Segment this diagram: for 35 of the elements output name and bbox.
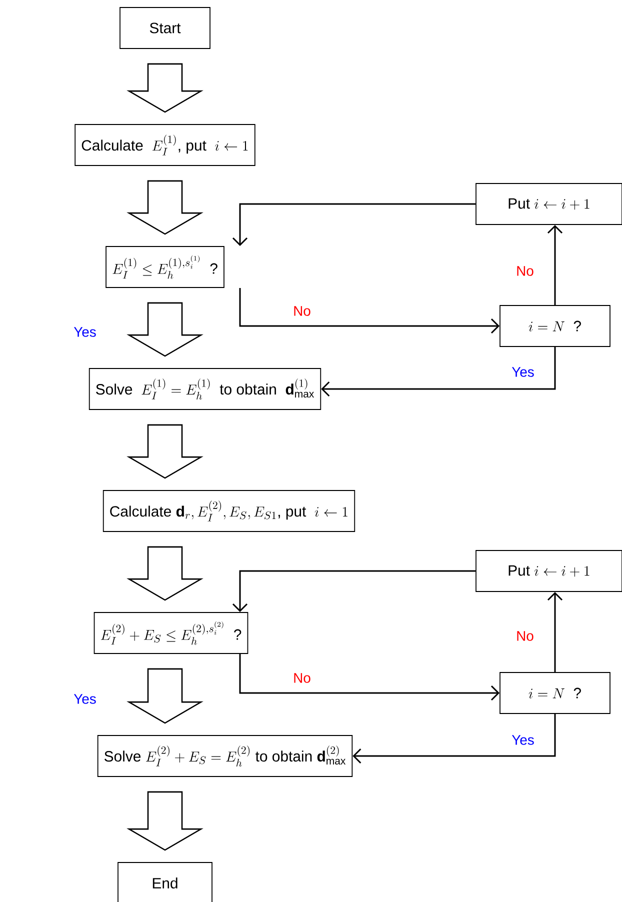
process-box: $\text{Put }i\leftarrow i+1$ bbox=[476, 183, 622, 225]
arrow bbox=[232, 570, 476, 612]
edge-label: No bbox=[294, 673, 310, 683]
block-arrow bbox=[126, 546, 204, 601]
block-arrow bbox=[126, 180, 204, 235]
arrow bbox=[547, 224, 563, 306]
edge-label: No bbox=[517, 266, 534, 276]
edge-label: No bbox=[517, 631, 534, 641]
edge-label: Yes bbox=[512, 367, 534, 377]
process-box: $\text{Put }i\leftarrow i+1$ bbox=[476, 550, 622, 592]
arrow bbox=[321, 346, 556, 397]
arrow bbox=[352, 714, 556, 764]
decision-box: $i=N\ \text{ ?}$ bbox=[500, 672, 610, 714]
decision-box: $i=N\ \text{ ?}$ bbox=[500, 305, 610, 347]
arrow bbox=[232, 203, 476, 246]
block-arrow bbox=[126, 302, 204, 357]
terminal-box: End bbox=[118, 862, 212, 902]
decision-box: $E_I^{(2)}+E_S\le E_h^{(2),s_i^{(2)}}\ \text{ ?}$ bbox=[94, 612, 248, 654]
decision-box: $E_I^{(1)}\le E_h^{(1),s_i^{(1)}}\ \text{ ?}$ bbox=[106, 246, 224, 288]
edge-label: Yes bbox=[74, 694, 96, 704]
block-arrow bbox=[126, 668, 204, 724]
block-arrow bbox=[126, 424, 204, 479]
process-box: $\text{Calculate }\mathbf{d}_r,E_I^{(2)},E_S,E_{S1}\text{, put }\ i\leftarrow 1$ bbox=[102, 490, 356, 532]
edge-label: No bbox=[294, 306, 310, 316]
edge-label: Yes bbox=[512, 735, 534, 745]
process-box: $\text{Calculate }\ E_I^{(1)}\text{, put }\ i\leftarrow 1$ bbox=[74, 124, 256, 166]
block-arrow bbox=[126, 63, 204, 113]
edge-label: Yes bbox=[74, 327, 96, 337]
arrow bbox=[239, 288, 500, 334]
arrow bbox=[239, 654, 500, 701]
process-box: $\text{Solve }\ E_I^{(1)}=E_h^{(1)}\ \text{ to obtain }\ \mathbf{d}_{\max}^{(1)}$ bbox=[88, 368, 322, 410]
process-box: $\text{Solve }E_I^{(2)}+E_S=E_h^{(2)}\text{ to obtain }\mathbf{d}_{\max}^{(2)}$ bbox=[97, 735, 353, 777]
terminal-box: Start bbox=[120, 7, 210, 49]
arrow bbox=[547, 592, 563, 672]
block-arrow bbox=[126, 791, 204, 851]
